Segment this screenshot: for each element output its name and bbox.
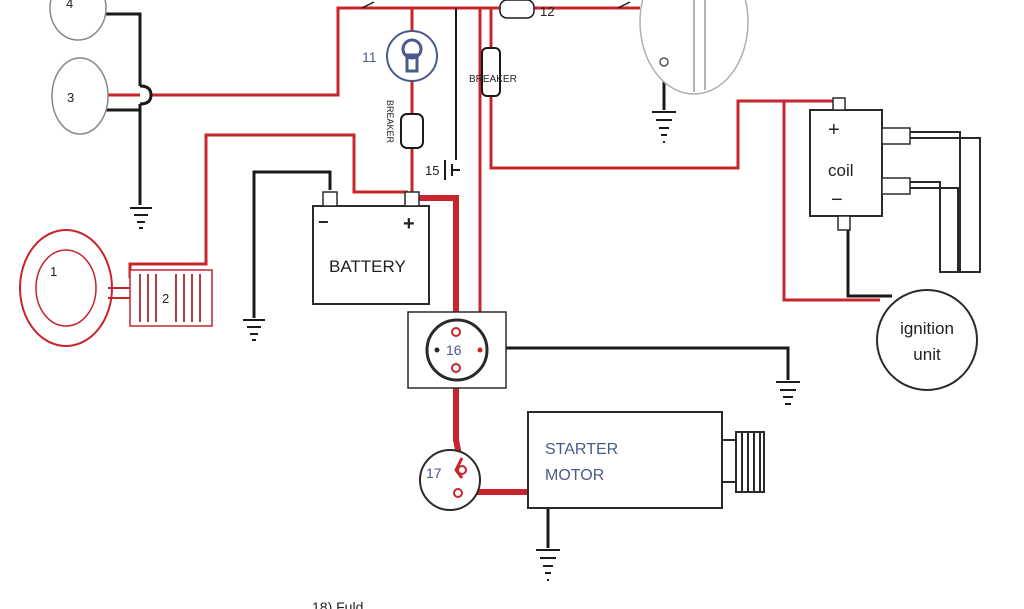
- ground-symbols: [130, 111, 800, 581]
- component-3-label: 3: [67, 90, 74, 105]
- breaker-vertical-label: BREAKER: [385, 100, 395, 144]
- breaker-vertical: BREAKER: [385, 100, 424, 149]
- wire-coil-to-ignition: [782, 101, 880, 302]
- flywheel-disc: [639, 0, 749, 95]
- battery-minus-label: −: [318, 212, 329, 232]
- ground-icon: [243, 319, 265, 341]
- fuse-12-label: 12: [540, 4, 554, 19]
- starter-motor: STARTER MOTOR: [527, 411, 765, 509]
- component-4-label: 4: [66, 0, 73, 11]
- ground-wires: [98, 12, 892, 548]
- ground-icon: [130, 207, 152, 229]
- battery: − + BATTERY: [312, 191, 430, 305]
- battery-plus-label: +: [403, 213, 415, 235]
- wire-small-breaker: [489, 8, 836, 170]
- top-switch-contacts: [361, 1, 631, 9]
- positive-wires: [98, 6, 880, 302]
- component-2-label: 2: [162, 291, 169, 306]
- starter-solenoid: 16: [407, 311, 507, 389]
- starter-motor-label-line1: STARTER: [545, 441, 618, 458]
- ignition-coil: + coil −: [809, 97, 911, 231]
- wire-item3-to-switch: [98, 6, 362, 97]
- fuse-12: 12: [499, 0, 554, 19]
- caption-right: 18) Fuld…: [312, 599, 377, 609]
- ignition-switch-number: 11: [362, 49, 377, 65]
- battery-label: BATTERY: [329, 257, 406, 276]
- ground-icon: [776, 381, 800, 405]
- coil-plus-label: +: [828, 119, 840, 141]
- ignition-unit-label-line2: unit: [913, 345, 941, 364]
- starter-relay-number: 17: [426, 465, 442, 481]
- ignition-unit: ignition unit: [876, 289, 978, 391]
- connector-15: 15: [425, 8, 460, 180]
- component-1: 1: [19, 229, 113, 347]
- component-3: 3: [51, 57, 109, 135]
- wire-regulator: [128, 133, 408, 278]
- component-2: 2: [129, 269, 213, 327]
- component-1-label: 1: [50, 264, 57, 279]
- ground-icon: [536, 549, 560, 581]
- breaker-small: BREAKER: [469, 47, 517, 97]
- coil-minus-label: −: [831, 189, 843, 211]
- cut-off-caption: … … … 18) Fuld…: [22, 599, 377, 609]
- ignition-switch: 11: [362, 30, 438, 82]
- solenoid-number: 16: [446, 342, 462, 358]
- ignition-unit-label-line1: ignition: [900, 319, 954, 338]
- component-4: 4: [49, 0, 107, 41]
- caption-left: … … …: [22, 599, 72, 609]
- ht-leads: [910, 131, 981, 273]
- connector-15-label: 15: [425, 163, 439, 178]
- ground-icon: [652, 111, 676, 143]
- breaker-small-label: BREAKER: [469, 74, 517, 85]
- starter-relay: 17: [419, 449, 481, 511]
- starter-motor-label-line2: MOTOR: [545, 467, 604, 484]
- coil-label: coil: [828, 161, 854, 180]
